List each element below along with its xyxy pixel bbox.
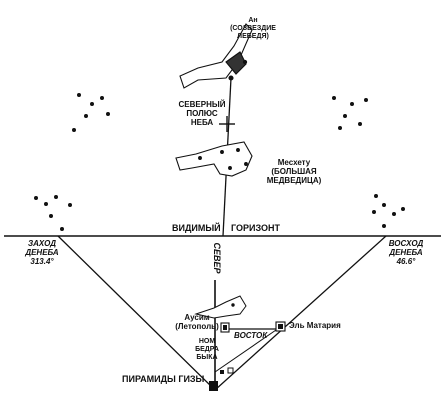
star-cluster-lower-right <box>372 194 405 228</box>
deneb-set-line1: ЗАХОД <box>27 239 57 248</box>
ausim-label-line1: Аусим <box>184 313 210 322</box>
deneb-set-line2: ДЕНЕБА <box>25 247 59 257</box>
giza-marker <box>209 367 234 391</box>
star-cluster-upper-left <box>72 93 110 132</box>
deneb-rising-label: ВОСХОД ДЕНЕБА 46.6° <box>384 239 428 267</box>
deneb-rise-line2: ДЕНЕБА <box>389 247 423 257</box>
nome-label-line1: НОМ <box>198 338 216 345</box>
cygnus-figure <box>179 23 253 89</box>
rise-direction-line <box>214 235 387 391</box>
pole-label-line1: СЕВЕРНЫЙ <box>178 100 226 109</box>
deneb-rise-line3: 46.6° <box>396 256 416 266</box>
east-to-giza-line <box>214 329 277 373</box>
meskhetu-label-name: Месхету <box>277 158 311 167</box>
east-label: ВОСТОК <box>234 331 268 340</box>
cygnus-label-name: Ан <box>248 17 258 24</box>
giza-pyramids-label: ПИРАМИДЫ ГИЗЫ <box>122 374 205 384</box>
star-cluster-lower-left <box>34 195 72 231</box>
el-mataria-label: Эль Матария <box>289 321 341 330</box>
meskhetu-label: Месхету (БОЛЬШАЯ МЕДВЕДИЦА) <box>258 158 330 186</box>
deneb-set-line3: 313.4° <box>30 256 54 266</box>
set-direction-line <box>57 235 216 391</box>
horizon-label-left: ВИДИМЫЙ <box>172 223 221 233</box>
north-celestial-pole-label: СЕВЕРНЫЙ ПОЛЮС НЕБА <box>174 100 230 128</box>
deneb-rise-line1: ВОСХОД <box>388 239 424 248</box>
deneb-setting-label: ЗАХОД ДЕНЕБА 313.4° <box>22 239 62 267</box>
horizon-label-right: ГОРИЗОНТ <box>231 223 280 233</box>
bull-thigh-nome-label: НОМ БЕДРА БЫКА <box>191 338 223 361</box>
pole-label-line3: НЕБА <box>190 117 214 127</box>
star-cluster-upper-right <box>332 96 368 130</box>
cygnus-label: Ан (СОЗВЕЗДИЕ ЛЕБЕДЯ) <box>229 17 277 40</box>
meskhetu-label-line2: (БОЛЬШАЯ <box>271 166 317 176</box>
letopolis-marker <box>220 322 230 333</box>
meskhetu-label-line3: МЕДВЕДИЦА) <box>266 175 322 185</box>
nome-label-line2: БЕДРА <box>195 345 219 353</box>
pole-label-line2: ПОЛЮС <box>186 108 218 118</box>
meskhetu-figure <box>175 141 253 177</box>
north-label: СЕВЕР <box>212 242 222 274</box>
ausim-label: Аусим (Летополь) <box>174 313 220 332</box>
cygnus-label-line3: ЛЕБЕДЯ) <box>237 32 269 40</box>
ausim-label-line2: (Летополь) <box>175 321 219 331</box>
ausim-figure <box>194 295 247 319</box>
cygnus-label-line2: (СОЗВЕЗДИЕ <box>230 24 276 32</box>
nome-label-line3: БЫКА <box>196 353 218 361</box>
el-mataria-marker <box>275 321 286 332</box>
